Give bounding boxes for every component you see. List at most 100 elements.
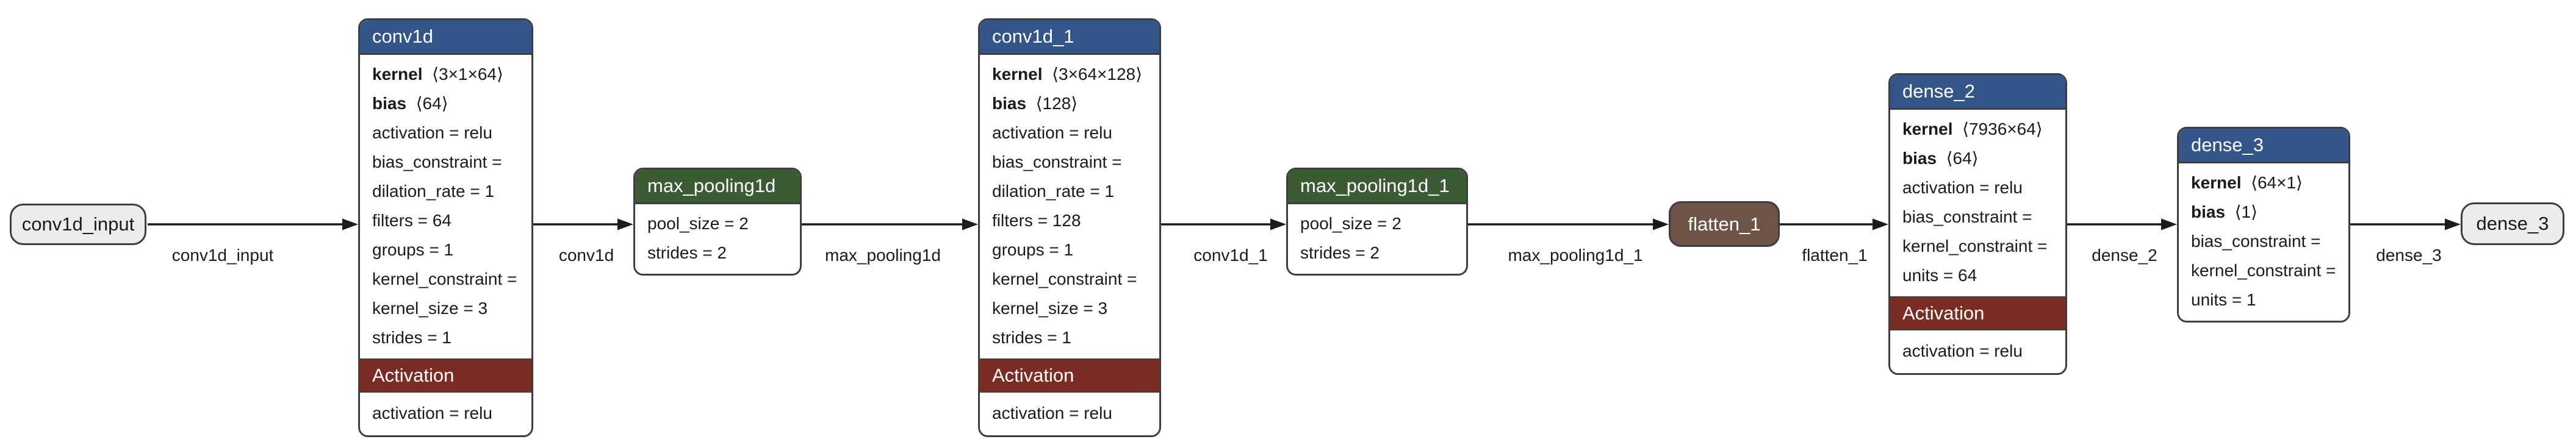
param-row: kernel ⟨3×1×64⟩ (372, 65, 503, 84)
param-row: activation = relu (372, 404, 492, 422)
param-row: bias ⟨64⟩ (1902, 149, 1979, 168)
edge-arrow (2067, 218, 2177, 230)
param-list: kernel ⟨3×64×128⟩ bias ⟨128⟩ activation = … (980, 55, 1159, 358)
param-row: bias_constraint = (2191, 232, 2321, 251)
param-row: bias ⟨128⟩ (992, 94, 1078, 113)
edge-arrow (1161, 218, 1286, 230)
node-label: dense_3 (2476, 213, 2549, 234)
edge-arrow (1780, 218, 1888, 230)
param-row: strides = 2 (1300, 243, 1380, 262)
node-dense_3_output[interactable]: dense_3 (2461, 202, 2564, 245)
param-list: kernel ⟨3×1×64⟩ bias ⟨64⟩ activation = rel… (360, 55, 531, 358)
param-row: activation = relu (992, 123, 1112, 142)
param-list: pool_size = 2 strides = 2 (635, 204, 800, 274)
node-label: conv1d_input (21, 213, 135, 235)
param-row: dilation_rate = 1 (992, 182, 1115, 201)
param-list: pool_size = 2 strides = 2 (1288, 204, 1466, 274)
param-row: kernel_constraint = (992, 269, 1137, 288)
param-row: kernel_constraint = (372, 269, 517, 288)
param-key: bias (372, 94, 407, 113)
node-max_pooling1d[interactable]: max_pooling1d pool_size = 2 strides = 2 (633, 168, 802, 276)
param-row: kernel ⟨64×1⟩ (2191, 173, 2303, 192)
edge-label: max_pooling1d (825, 246, 941, 265)
edge-arrow (1468, 218, 1669, 230)
param-row: bias ⟨1⟩ (2191, 202, 2258, 221)
arrowhead-icon (617, 218, 633, 230)
param-row: kernel_size = 3 (992, 299, 1108, 318)
param-row: units = 1 (2191, 290, 2256, 309)
node-max_pooling1d_1[interactable]: max_pooling1d_1 pool_size = 2 strides = 2 (1286, 168, 1468, 276)
node-header: conv1d (360, 20, 531, 55)
activation-section-header: Activation (1890, 296, 2065, 330)
edge-label: max_pooling1d_1 (1508, 246, 1643, 265)
param-row: bias ⟨64⟩ (372, 94, 448, 113)
param-list: kernel ⟨64×1⟩ bias ⟨1⟩ bias_constraint = ke… (2179, 163, 2348, 321)
param-row: activation = relu (1902, 178, 2023, 197)
node-header: dense_3 (2179, 129, 2348, 163)
param-key: bias (2191, 202, 2226, 221)
node-flatten_1[interactable]: flatten_1 (1669, 201, 1780, 247)
param-key: kernel (992, 65, 1043, 84)
activation-section-header: Activation (360, 358, 531, 393)
param-row: strides = 1 (992, 328, 1071, 347)
param-row: activation = relu (1902, 341, 2023, 360)
edge-arrow (148, 218, 358, 230)
edge-arrow (2350, 218, 2461, 230)
arrowhead-icon (962, 218, 978, 230)
node-header: max_pooling1d (635, 169, 800, 204)
param-row: kernel ⟨3×64×128⟩ (992, 65, 1143, 84)
param-key: bias (1902, 149, 1937, 168)
edge-label: conv1d (558, 246, 614, 265)
node-conv1d_input[interactable]: conv1d_input (10, 204, 146, 245)
param-row: filters = 128 (992, 211, 1081, 230)
param-row: bias_constraint = (1902, 207, 2032, 226)
param-list: activation = relu (1890, 330, 2065, 373)
param-list: activation = relu (980, 393, 1159, 435)
edge-label: dense_2 (2092, 246, 2157, 265)
param-row: dilation_rate = 1 (372, 182, 495, 201)
edge-label: flatten_1 (1802, 246, 1868, 265)
edge-arrow (802, 218, 978, 230)
node-header: dense_2 (1890, 75, 2065, 110)
arrowhead-icon (1873, 218, 1888, 230)
param-row: bias_constraint = (372, 152, 502, 171)
param-row: strides = 2 (647, 243, 727, 262)
node-header: max_pooling1d_1 (1288, 169, 1466, 204)
arrowhead-icon (1653, 218, 1669, 230)
param-row: bias_constraint = (992, 152, 1122, 171)
param-row: filters = 64 (372, 211, 452, 230)
param-row: kernel_constraint = (2191, 261, 2336, 280)
arrowhead-icon (2445, 218, 2461, 230)
node-conv1d[interactable]: conv1d kernel ⟨3×1×64⟩ bias ⟨64⟩ activation… (358, 18, 533, 437)
edge-arrow (533, 218, 633, 230)
activation-section-header: Activation (980, 358, 1159, 393)
param-row: pool_size = 2 (1300, 214, 1401, 233)
param-row: units = 64 (1902, 266, 1977, 285)
arrowhead-icon (1270, 218, 1286, 230)
arrowhead-icon (2161, 218, 2177, 230)
param-row: groups = 1 (992, 240, 1074, 259)
param-row: kernel ⟨7936×64⟩ (1902, 119, 2043, 138)
param-key: kernel (1902, 119, 1953, 138)
param-row: groups = 1 (372, 240, 454, 259)
param-key: kernel (372, 65, 423, 84)
arrowhead-icon (342, 218, 358, 230)
node-label: flatten_1 (1688, 213, 1761, 235)
param-row: pool_size = 2 (647, 214, 749, 233)
node-header: conv1d_1 (980, 20, 1159, 55)
param-row: activation = relu (372, 123, 492, 142)
param-row: strides = 1 (372, 328, 452, 347)
param-row: kernel_constraint = (1902, 237, 2048, 255)
param-row: activation = relu (992, 404, 1112, 422)
param-key: bias (992, 94, 1027, 113)
param-list: kernel ⟨7936×64⟩ bias ⟨64⟩ activation = re… (1890, 110, 2065, 296)
edge-label: conv1d_1 (1193, 246, 1268, 265)
param-key: kernel (2191, 173, 2242, 192)
param-list: activation = relu (360, 393, 531, 435)
param-row: kernel_size = 3 (372, 299, 488, 318)
